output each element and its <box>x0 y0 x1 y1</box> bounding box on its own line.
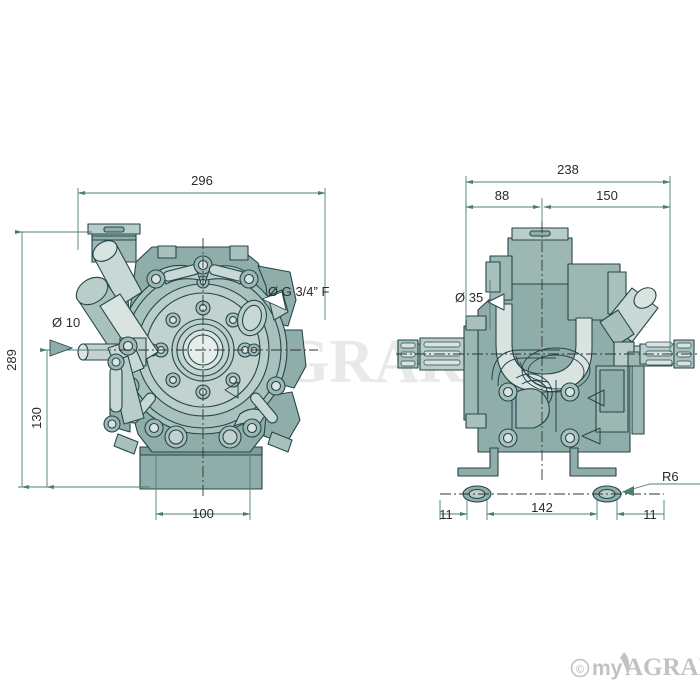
dim-label-r6: R6 <box>662 469 679 484</box>
right-bracket-leg <box>631 365 645 435</box>
bearing-step-bottom <box>465 413 487 429</box>
dim-label-296: 296 <box>191 173 213 188</box>
flow-triangle-left <box>224 381 239 399</box>
side-view-group <box>396 222 700 503</box>
elbow-hose <box>495 303 593 393</box>
small-tube-top-right <box>229 245 249 261</box>
intake-cap-lip <box>91 235 137 241</box>
logo-brand: AGRAR <box>625 654 700 681</box>
hose-upper-left <box>92 240 143 307</box>
side-shoulder-left-2 <box>485 261 501 293</box>
dim-label-150: 150 <box>596 188 618 203</box>
dim-label-foot-left-11: 11 <box>439 507 453 522</box>
dim-label-dia35: Ø 35 <box>455 290 483 305</box>
leader-arrow-bore <box>49 339 74 357</box>
dim-label-88: 88 <box>495 188 509 203</box>
bearing-housing <box>463 325 479 421</box>
small-tube-top <box>157 245 177 259</box>
logo-prefix: my <box>592 657 623 680</box>
corner-bosses <box>164 425 242 449</box>
dim-label-foot-right-11: 11 <box>643 507 657 522</box>
dim-label-100: 100 <box>192 506 214 521</box>
leader-arrow-port <box>260 291 287 311</box>
dim-label-bore-10: Ø 10 <box>52 315 80 330</box>
right-window-inner <box>599 369 625 413</box>
crank-bolts <box>498 382 580 448</box>
bearing-step-top <box>465 315 487 331</box>
myagrar-logo: © my AGRAR <box>570 652 700 681</box>
dim-label-142: 142 <box>531 500 553 515</box>
side-view-centerlines <box>396 222 700 495</box>
dim-label-130: 130 <box>29 407 44 429</box>
dim-label-238: 238 <box>557 162 579 177</box>
dim-label-289: 289 <box>4 349 19 371</box>
side-cap-slot <box>529 230 551 237</box>
foot-right <box>569 447 617 477</box>
front-view-dimensions <box>14 188 326 520</box>
leader-r6-arrow <box>622 486 634 496</box>
flow-triangle-shaft <box>487 293 505 311</box>
flow-triangle-upper <box>587 389 605 407</box>
foot-left <box>457 447 499 477</box>
lever-left-lower <box>103 353 145 433</box>
copyright-circle-icon <box>570 658 590 678</box>
copyright-glyph: © <box>576 662 585 676</box>
crank-shape <box>515 388 550 429</box>
intake-cap-slot <box>103 226 125 233</box>
wheat-leaf-icon <box>620 652 630 676</box>
nozzle-lower-right <box>267 431 293 453</box>
side-top-stack <box>507 237 573 285</box>
front-view-group <box>62 223 318 498</box>
flow-triangle-lower <box>581 427 601 445</box>
housing-lobe-lower-right <box>263 391 301 445</box>
nozzle-upper-right <box>599 287 659 347</box>
nozzle-lower-left <box>113 433 139 455</box>
side-view-dimensions <box>439 176 700 520</box>
dim-label-port-g34: Ø G 3/4” F <box>268 284 329 299</box>
port-oval-right <box>237 299 267 337</box>
